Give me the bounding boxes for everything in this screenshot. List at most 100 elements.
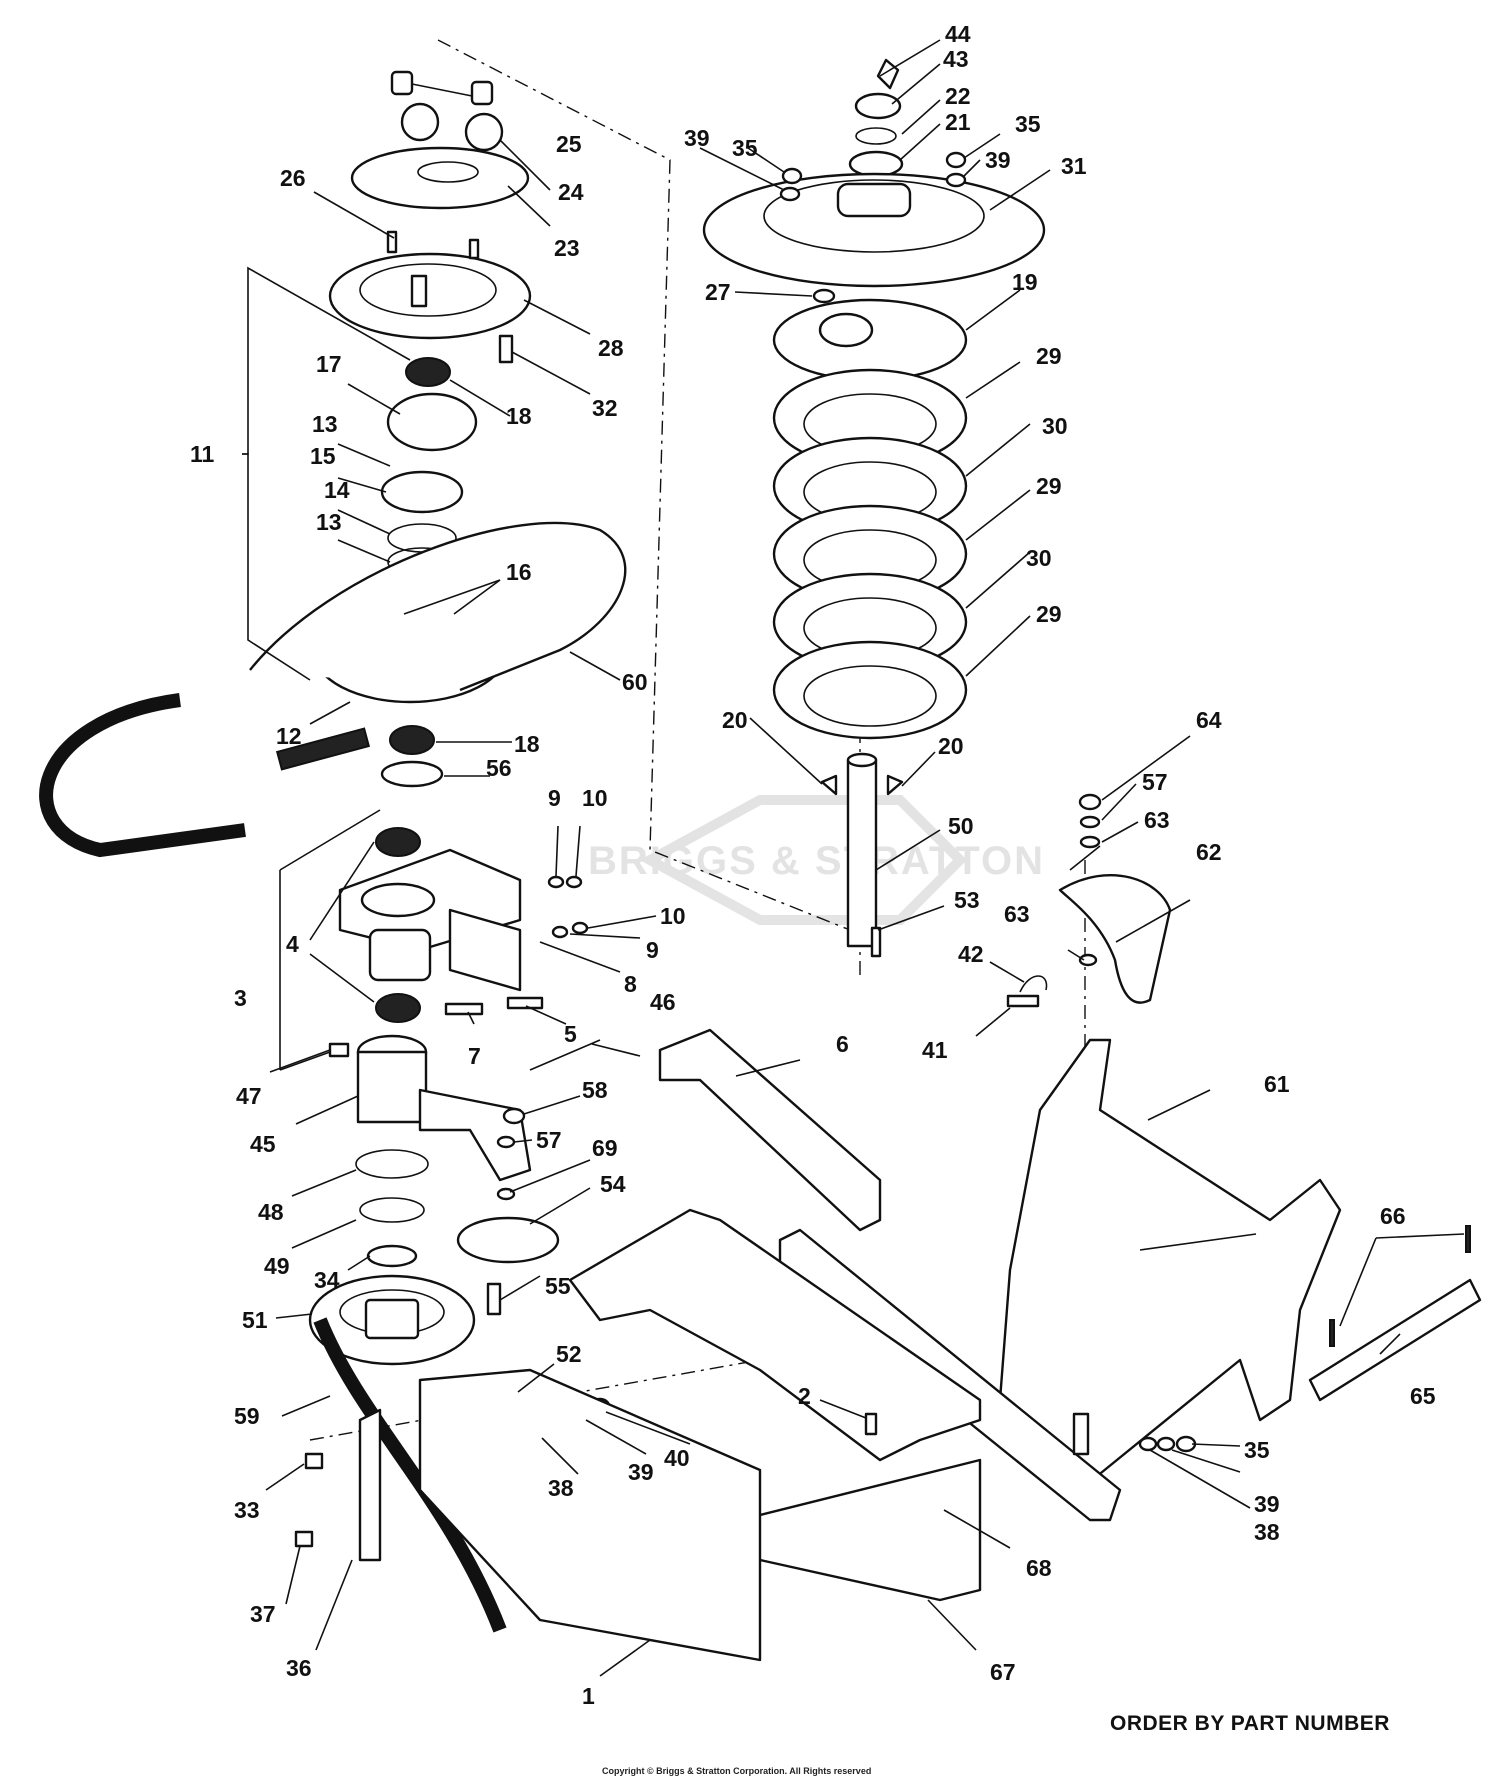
callout-34: 34 <box>314 1267 340 1293</box>
callout-48: 48 <box>258 1199 284 1225</box>
washer-9a <box>547 875 565 889</box>
callout-45: 45 <box>250 1131 276 1157</box>
watermark-text: BRIGGS & STRATTON <box>588 839 1045 883</box>
washer-34 <box>366 1244 418 1268</box>
bolt-2 <box>864 1412 878 1436</box>
callout-18-lower: 18 <box>514 731 540 757</box>
bolt-33 <box>304 1452 324 1470</box>
bearing-4-upper <box>375 827 421 857</box>
callout-6: 6 <box>836 1031 849 1057</box>
callout-17: 17 <box>316 351 342 377</box>
spacer-27 <box>812 288 836 304</box>
clutch-cover-31 <box>702 172 1046 288</box>
callout-13-lower: 13 <box>316 509 342 535</box>
gear-17 <box>386 392 478 452</box>
callout-33: 33 <box>234 1497 260 1523</box>
bearing-18-upper <box>405 357 451 387</box>
idler-arm-45 <box>418 1088 532 1182</box>
clevis-pin-41 <box>1006 994 1040 1008</box>
callout-47: 47 <box>236 1083 262 1109</box>
callout-67: 67 <box>990 1659 1016 1685</box>
bearing-18-lower <box>389 725 435 755</box>
collar-15 <box>380 470 464 514</box>
callout-43: 43 <box>943 46 969 72</box>
left-clutch-stack <box>39 70 627 858</box>
nut-10a <box>565 875 583 889</box>
callout-53: 53 <box>954 887 980 913</box>
callout-69: 69 <box>592 1135 618 1161</box>
callout-10-lower: 10 <box>660 903 686 929</box>
callout-42: 42 <box>958 941 984 967</box>
seal-21 <box>848 150 904 178</box>
callout-54: 54 <box>600 1171 626 1197</box>
shield-62 <box>1058 873 1172 1004</box>
callout-31: 31 <box>1061 153 1087 179</box>
callout-26: 26 <box>280 165 306 191</box>
callout-56: 56 <box>486 755 512 781</box>
callout-29-c: 29 <box>1036 601 1062 627</box>
callout-20-left: 20 <box>722 707 748 733</box>
callout-59: 59 <box>234 1403 260 1429</box>
gear-plate-23 <box>350 146 530 210</box>
callout-52: 52 <box>556 1341 582 1367</box>
callout-57-right: 57 <box>1142 769 1168 795</box>
nut-25-right <box>470 80 494 106</box>
callout-19: 19 <box>1012 269 1038 295</box>
callout-68: 68 <box>1026 1555 1052 1581</box>
callout-63-upper: 63 <box>1144 807 1170 833</box>
callout-14: 14 <box>324 477 350 503</box>
frame-61 <box>998 1038 1342 1492</box>
callout-21: 21 <box>945 109 971 135</box>
key-20-left <box>820 774 838 796</box>
cotter-pin-66a <box>1329 1319 1335 1347</box>
nut-25-left <box>390 70 414 96</box>
idler-arm-group <box>308 1034 601 1633</box>
callout-27: 27 <box>705 279 731 305</box>
drive-belt-59 <box>313 1317 507 1633</box>
bearing-4-lower <box>375 993 421 1023</box>
callout-25: 25 <box>556 131 582 157</box>
ring-22 <box>855 127 897 145</box>
callout-49: 49 <box>264 1253 290 1279</box>
grease-fitting-44 <box>876 58 900 90</box>
v-belt-60 <box>249 521 627 692</box>
callout-30-a: 30 <box>1042 413 1068 439</box>
callout-40: 40 <box>664 1445 690 1471</box>
callout-labels: 44 43 22 21 35 39 31 39 35 27 19 29 30 2… <box>190 21 1436 1709</box>
copyright-notice: Copyright © Briggs & Stratton Corporatio… <box>602 1766 872 1776</box>
snap-ring-49 <box>359 1197 425 1223</box>
callout-63-lower: 63 <box>1004 901 1030 927</box>
idler-bracket-assembly <box>328 827 589 1058</box>
callout-39-top-left: 39 <box>684 125 710 151</box>
callout-39-lower: 39 <box>1254 1491 1280 1517</box>
callout-50: 50 <box>948 813 974 839</box>
friction-disc-29c <box>772 640 968 740</box>
callout-9-upper: 9 <box>548 785 561 811</box>
ring-48 <box>355 1149 429 1179</box>
callout-58: 58 <box>582 1077 608 1103</box>
key-stock <box>275 727 371 771</box>
leader-lines <box>242 39 1465 1677</box>
bolt-7 <box>444 1002 484 1016</box>
spring-46 <box>529 1039 601 1071</box>
washer-38-right <box>1138 1436 1158 1452</box>
callout-55: 55 <box>545 1273 571 1299</box>
idler-pulley-54 <box>456 1216 560 1264</box>
callout-3: 3 <box>234 985 247 1011</box>
washer-39-right-lower <box>1156 1436 1176 1452</box>
callout-29-a: 29 <box>1036 343 1062 369</box>
callout-2: 2 <box>798 1383 811 1409</box>
callout-32: 32 <box>592 395 618 421</box>
mounting-plate-group <box>294 1208 982 1662</box>
nut-58 <box>502 1107 526 1125</box>
callout-4: 4 <box>286 931 299 957</box>
belt-guard-front-1 <box>418 1368 762 1662</box>
right-clutch-stack <box>702 58 1046 958</box>
callout-10-upper: 10 <box>582 785 608 811</box>
belt-guard-67 <box>738 1458 982 1602</box>
bracket-6 <box>658 1028 882 1232</box>
housing-28 <box>328 252 532 340</box>
callout-16: 16 <box>506 559 532 585</box>
callout-15: 15 <box>310 443 336 469</box>
callout-29-b: 29 <box>1036 473 1062 499</box>
